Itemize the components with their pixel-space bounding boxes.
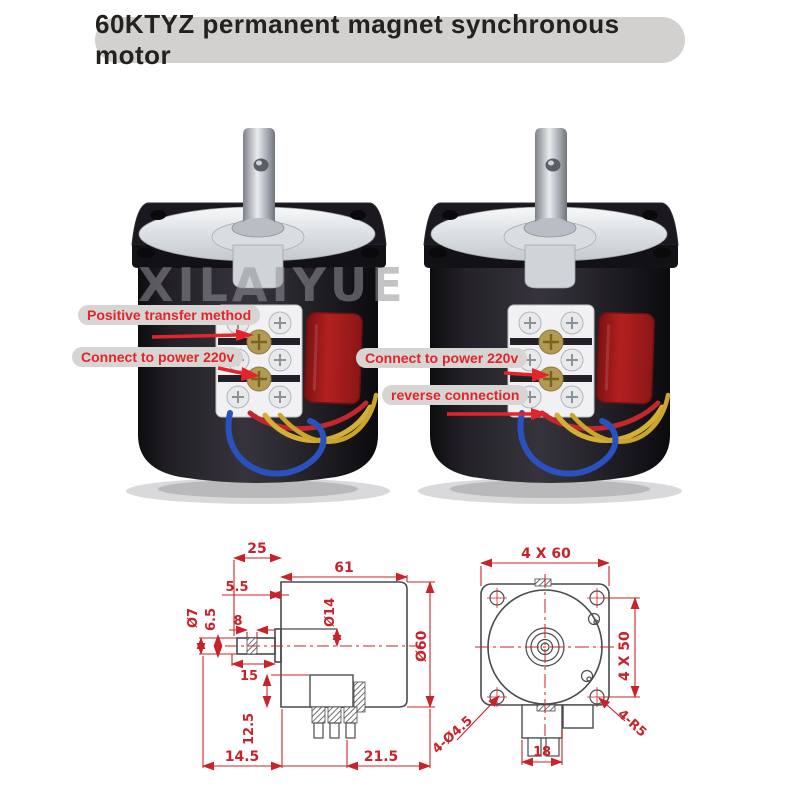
dim-4-r5: 4-R5 <box>614 707 649 741</box>
dim-18: 18 <box>533 745 551 760</box>
dim-25: 25 <box>247 541 266 557</box>
title-banner: 60KTYZ permanent magnet synchronous moto… <box>95 9 685 70</box>
dim-4x60: 4 X 60 <box>521 546 571 562</box>
dim-d14: Ø14 <box>323 598 338 627</box>
arrow-reverse-connection <box>447 408 549 420</box>
dim-d60: Ø60 <box>414 630 430 662</box>
dim-6-5: 6.5 <box>204 608 219 631</box>
dimension-drawing: 25 61 5.5 Ø7 6.5 8 Ø14 Ø60 15 12.5 14.5 … <box>186 541 649 771</box>
dim-21-5: 21.5 <box>364 749 399 765</box>
arrow-positive-transfer <box>151 329 254 341</box>
watermark-text: XILAIYUE <box>138 258 407 312</box>
motor-photo-right <box>418 128 682 504</box>
dim-4-d4-5: 4-Ø4.5 <box>430 713 476 757</box>
dim-15: 15 <box>240 669 258 684</box>
annotation-connect-power-left: Connect to power 220v <box>72 347 244 367</box>
annotation-reverse-connection: reverse connection <box>382 385 529 405</box>
dim-d7: Ø7 <box>186 608 201 628</box>
dim-12-5: 12.5 <box>242 713 257 745</box>
product-title: 60KTYZ permanent magnet synchronous moto… <box>95 9 620 70</box>
side-view: 25 61 5.5 Ø7 6.5 8 Ø14 Ø60 15 12.5 14.5 … <box>186 541 435 771</box>
dim-5-5: 5.5 <box>225 580 248 595</box>
arrow-connect-power-left <box>217 366 260 381</box>
annotation-connect-power-right: Connect to power 220v <box>356 348 528 368</box>
dim-8: 8 <box>233 614 242 629</box>
annotation-positive-transfer: Positive transfer method <box>78 305 261 325</box>
front-view: 4 X 60 4 X 50 18 4-Ø4.5 4-R5 <box>430 546 649 767</box>
dim-14-5: 14.5 <box>225 749 260 765</box>
arrow-connect-power-right <box>503 368 550 382</box>
dim-4x50: 4 X 50 <box>617 631 633 681</box>
dim-61: 61 <box>334 560 353 576</box>
